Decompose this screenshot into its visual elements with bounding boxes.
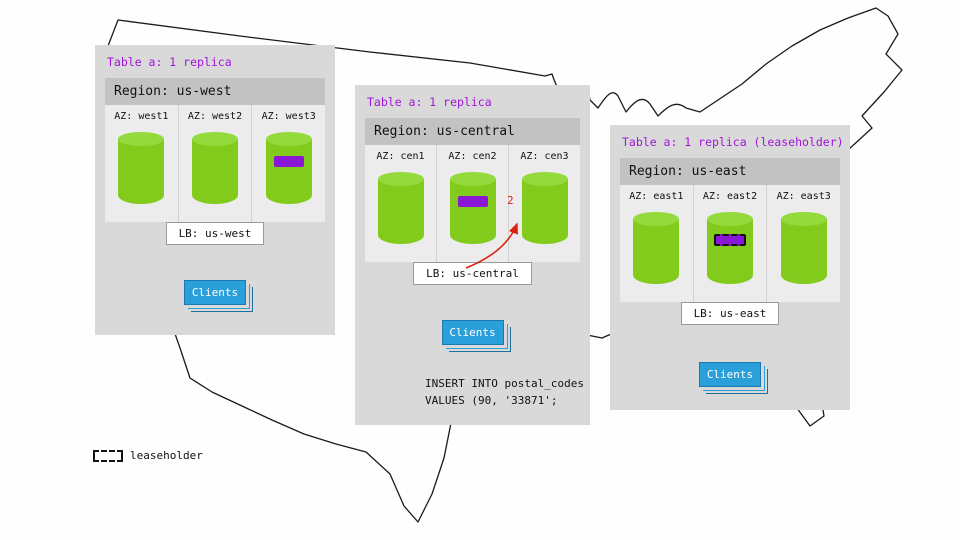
database-cylinder (265, 132, 312, 204)
region-panel-us-east: Table a: 1 replica (leaseholder) Region:… (610, 125, 850, 410)
database-cylinder (633, 212, 680, 284)
lb-wrap: LB: us-west (105, 222, 325, 245)
az-column-cen1: AZ: cen1 (365, 145, 436, 262)
load-balancer-us-west: LB: us-west (165, 222, 265, 245)
cylinder-top (449, 172, 496, 186)
lb-wrap: LB: us-central (365, 262, 580, 285)
load-balancer-us-east: LB: us-east (680, 302, 780, 325)
panel-title: Table a: 1 replica (leaseholder) (622, 135, 844, 149)
region-header: Region: us-central (365, 118, 580, 145)
az-label: AZ: east2 (702, 191, 758, 202)
database-cylinder (377, 172, 424, 244)
cylinder-body (118, 139, 165, 204)
region-box: Region: us-west AZ: west1 AZ: west2 (105, 78, 325, 245)
load-balancer-us-central: LB: us-central (413, 262, 532, 285)
region-panel-us-central: Table a: 1 replica Region: us-central AZ… (355, 85, 590, 425)
region-panel-us-west: Table a: 1 replica Region: us-west AZ: w… (95, 45, 335, 335)
leaseholder-legend: leaseholder (93, 449, 203, 462)
cylinder-body (780, 219, 827, 284)
leaseholder-legend-swatch (93, 449, 123, 462)
az-row: AZ: cen1 AZ: cen2 (365, 145, 580, 262)
cylinder-body (265, 139, 312, 204)
database-cylinder (780, 212, 827, 284)
cylinder-top (377, 172, 424, 186)
cylinder-top (521, 172, 568, 186)
az-label: AZ: west3 (261, 111, 316, 122)
cylinder-body (707, 219, 753, 284)
clients-box-us-central: Clients (441, 320, 504, 345)
region-header: Region: us-west (105, 78, 325, 105)
region-box: Region: us-east AZ: east1 AZ: east2 (620, 158, 840, 325)
az-column-west3: AZ: west3 (251, 105, 325, 222)
cylinder-top (780, 212, 827, 226)
cylinder-top (192, 132, 238, 146)
az-column-cen3: AZ: cen3 (508, 145, 580, 262)
region-header: Region: us-east (620, 158, 840, 185)
az-row: AZ: west1 AZ: west2 (105, 105, 325, 222)
lb-wrap: LB: us-east (620, 302, 840, 325)
az-column-east3: AZ: east3 (766, 185, 840, 302)
cylinder-body (377, 179, 424, 244)
legend-label: leaseholder (130, 449, 203, 462)
panel-title: Table a: 1 replica (107, 55, 232, 69)
clients-box-us-west: Clients (184, 280, 246, 305)
az-column-west1: AZ: west1 (105, 105, 178, 222)
cylinder-top (118, 132, 165, 146)
az-column-cen2: AZ: cen2 (436, 145, 508, 262)
az-column-east2: AZ: east2 (692, 185, 767, 302)
sql-line-2: VALUES (90, '33871'; (425, 394, 558, 408)
cylinder-body (633, 219, 680, 284)
az-column-east1: AZ: east1 (620, 185, 693, 302)
clients-box-us-east: Clients (699, 362, 761, 387)
sql-line-1: INSERT INTO postal_codes (425, 377, 584, 390)
cylinder-body (521, 179, 568, 244)
cylinder-body (449, 179, 496, 244)
leaseholder-marker (714, 234, 746, 246)
az-label: AZ: west1 (114, 111, 169, 122)
arrow-step-number: 2 (507, 194, 514, 207)
az-label: AZ: east3 (776, 191, 831, 202)
database-cylinder (707, 212, 753, 284)
az-label: AZ: west2 (187, 111, 243, 122)
cylinder-body (192, 139, 238, 204)
cylinder-top (265, 132, 312, 146)
sql-statement: INSERT INTO postal_codes VALUES (90, '33… (425, 375, 584, 409)
database-cylinder (192, 132, 238, 204)
az-column-west2: AZ: west2 (177, 105, 252, 222)
database-cylinder (449, 172, 496, 244)
az-label: AZ: cen1 (376, 151, 425, 162)
az-label: AZ: east1 (629, 191, 684, 202)
replica-marker (273, 156, 304, 167)
region-box: Region: us-central AZ: cen1 AZ: cen2 (365, 118, 580, 285)
replica-marker (457, 196, 488, 207)
cylinder-top (707, 212, 753, 226)
az-label: AZ: cen3 (520, 151, 569, 162)
cylinder-top (633, 212, 680, 226)
database-cylinder (118, 132, 165, 204)
az-row: AZ: east1 AZ: east2 (620, 185, 840, 302)
az-label: AZ: cen2 (448, 151, 497, 162)
database-cylinder (521, 172, 568, 244)
panel-title: Table a: 1 replica (367, 95, 492, 109)
